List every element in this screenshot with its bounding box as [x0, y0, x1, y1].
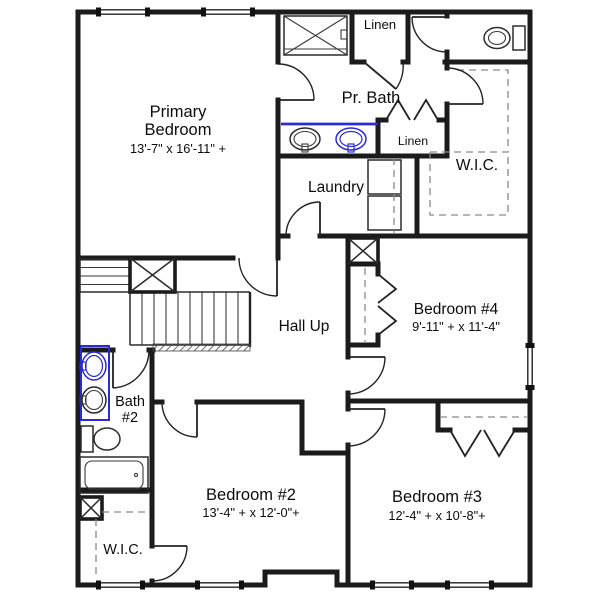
doors	[112, 16, 484, 582]
stair-treads	[141, 292, 239, 345]
dryer-fixture	[367, 195, 402, 231]
under-stair-shelves	[79, 258, 131, 293]
room-labels: Primary Bedroom 13'-7" x 16'-11" + Pr. B…	[103, 17, 500, 558]
door-primary-to-hall	[238, 257, 278, 297]
bedroom3-closet-bifold	[449, 429, 516, 458]
door-bedroom3	[347, 408, 386, 447]
window-bottom-3	[370, 580, 414, 590]
shower-fixture	[283, 15, 348, 56]
door-bath-to-wic	[446, 67, 484, 105]
stair-rail-hatch	[152, 343, 251, 352]
door-laundry	[285, 201, 321, 237]
room-label-wic-primary: W.I.C.	[456, 157, 498, 174]
window-bottom-2	[195, 580, 244, 590]
sink-fixture-left	[289, 127, 321, 153]
door-bedroom4	[347, 356, 386, 395]
bath2-fixtures	[79, 345, 149, 494]
sink-fixture-lower	[79, 386, 107, 414]
window-top-2	[201, 7, 255, 17]
door-bath2	[112, 349, 150, 389]
room-label-primary-bedroom-2: Bedroom	[145, 121, 212, 139]
room-label-linen-lower: Linen	[398, 134, 428, 148]
laundry-appliances	[367, 158, 402, 233]
washer-fixture	[367, 159, 402, 195]
bath2-vanity	[80, 345, 110, 421]
bathtub-fixture	[79, 456, 149, 494]
chase-box-hall	[346, 236, 380, 266]
toilet-fixture-primary	[483, 25, 526, 51]
window-bottom-1	[96, 580, 145, 590]
window-top-1	[96, 7, 150, 17]
door-wic-lower	[151, 545, 188, 582]
room-label-laundry: Laundry	[308, 179, 364, 196]
bedroom4-closet-bifold	[377, 273, 398, 336]
chase-box-wic-lower	[78, 495, 104, 521]
chase-box-stairs	[128, 256, 177, 294]
room-label-pr-bath: Pr. Bath	[342, 89, 401, 107]
window-bottom-4	[445, 580, 494, 590]
staircase	[129, 291, 252, 352]
room-label-linen-upper: Linen	[364, 17, 396, 32]
room-label-bath2-1: Bath	[115, 394, 145, 410]
room-dims-bedroom2: 13'-4" + x 12'-0"+	[202, 505, 299, 520]
room-label-bedroom4: Bedroom #4	[414, 301, 499, 318]
toilet-fixture-bath2	[80, 425, 121, 453]
primary-vanity	[281, 122, 378, 153]
room-label-bedroom3: Bedroom #3	[392, 488, 482, 506]
room-label-bath2-2: #2	[122, 410, 138, 426]
room-label-wic-lower: W.I.C.	[103, 542, 142, 558]
door-toilet-room	[411, 16, 448, 53]
room-dims-bedroom4: 9'-11" + x 11'-4"	[412, 319, 500, 334]
windows	[96, 7, 535, 590]
room-label-bedroom2: Bedroom #2	[206, 486, 296, 504]
room-label-hall-up: Hall Up	[279, 318, 330, 335]
linen-lower-bifold	[385, 98, 439, 121]
room-label-primary-bedroom-1: Primary	[150, 103, 208, 121]
door-bedroom2	[161, 401, 198, 438]
room-dims-bedroom3: 12'-4" + x 10'-8"+	[388, 508, 485, 523]
door-linen-upper	[363, 61, 404, 90]
window-right-bedroom4	[525, 343, 535, 390]
room-dims-primary-bedroom: 13'-7" x 16'-11" +	[130, 141, 226, 156]
door-primary-to-bath	[277, 63, 315, 101]
sink-fixture-blue	[79, 351, 107, 381]
wic-lower-shelving	[95, 511, 150, 578]
sink-fixture-right-blue	[335, 127, 367, 153]
wic-primary-shelving	[429, 69, 509, 216]
